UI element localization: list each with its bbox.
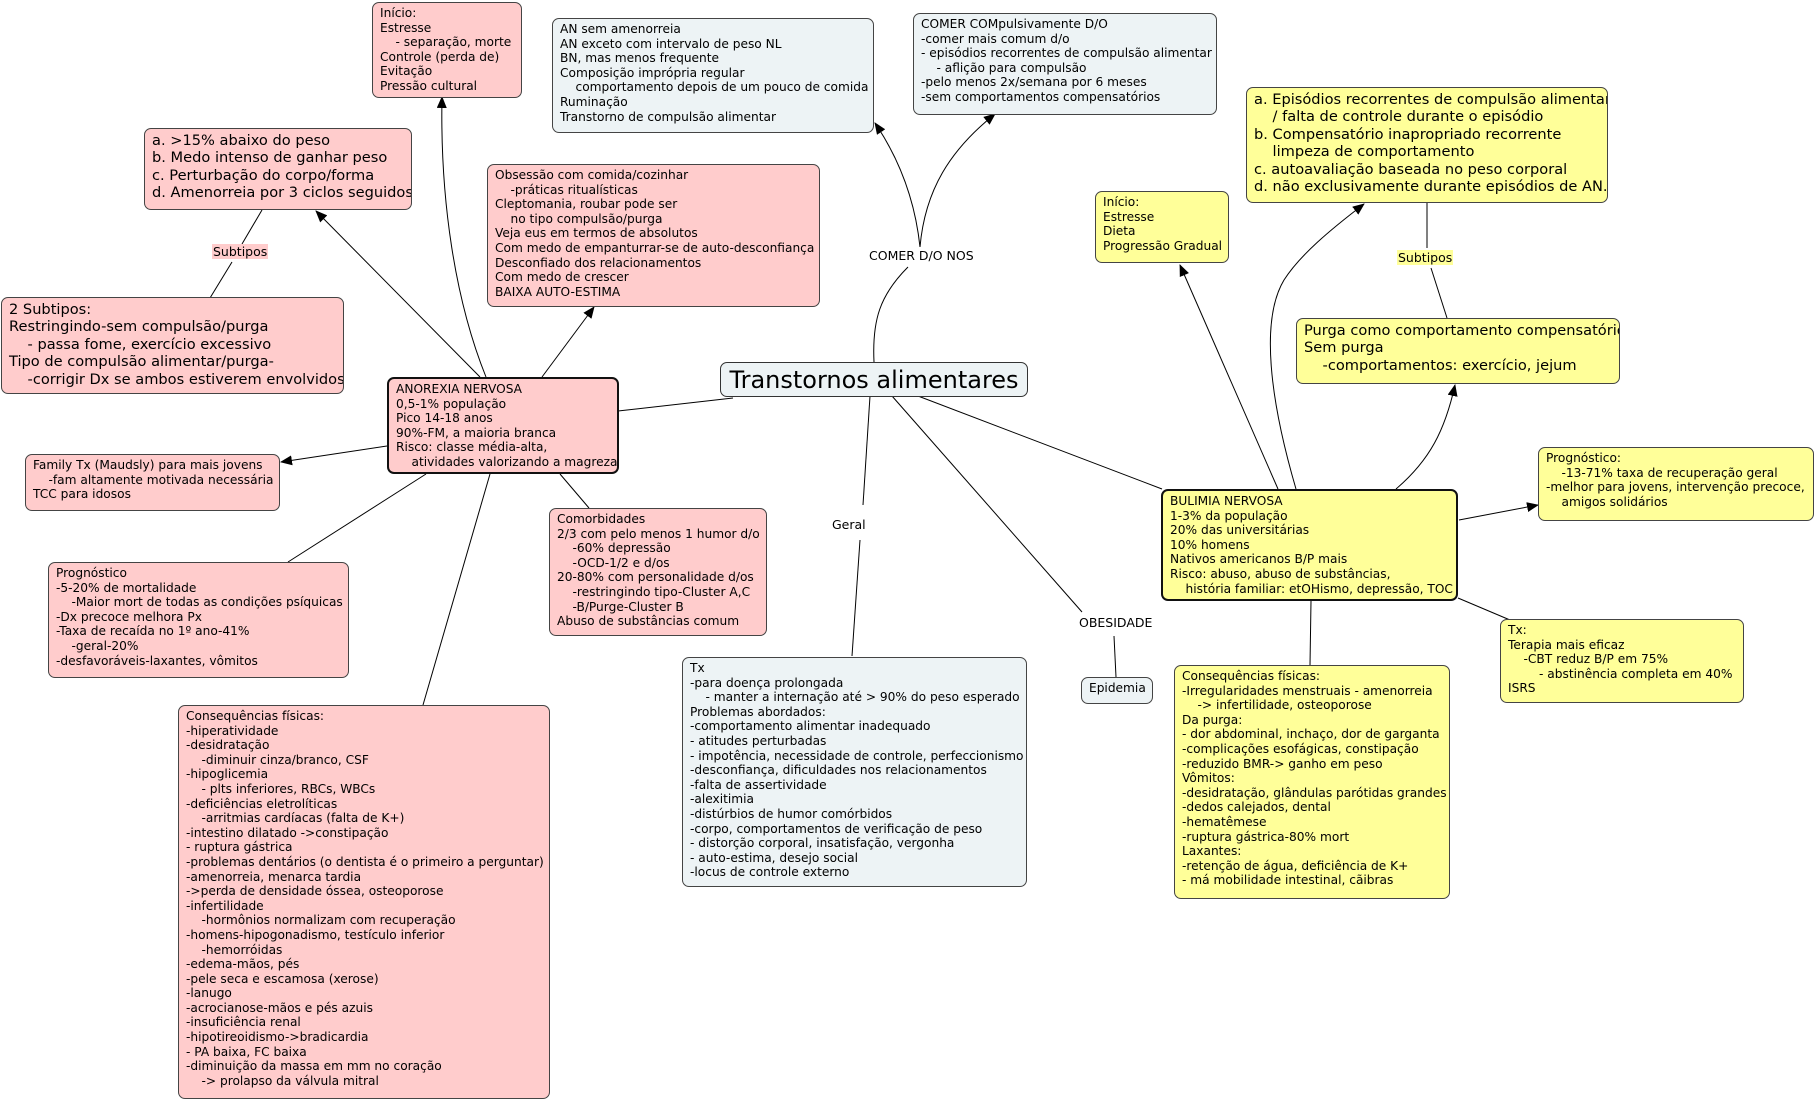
edge-obesidade-epidemia xyxy=(1113,635,1117,678)
comer-compulsivo-node: COMER COMpulsivamente D/O -comer mais co… xyxy=(913,13,1217,115)
edge-an-psico xyxy=(541,306,595,378)
bn-inicio-node: Início: Estresse Dieta Progressão Gradua… xyxy=(1095,191,1229,263)
label-subtipos-bn: Subtipos xyxy=(1397,250,1454,265)
an-prognostico-node: Prognóstico -5-20% de mortalidade -Maior… xyxy=(48,562,349,678)
central-title: Transtornos alimentares xyxy=(720,362,1028,397)
edge-bn-inicio xyxy=(1179,264,1279,490)
bn-criterios-node: a. Episódios recorrentes de compulsão al… xyxy=(1246,87,1608,203)
edge-bn-criterios xyxy=(1269,203,1365,490)
an-subtipos-node: 2 Subtipos: Restringindo-sem compulsão/p… xyxy=(1,297,344,394)
edge-subtipos-an-box xyxy=(209,261,233,299)
edge-title-anorexia xyxy=(617,397,734,412)
edge-an-inicio xyxy=(436,96,487,378)
edge-title-nos xyxy=(873,266,909,363)
edge-nos-comer xyxy=(919,113,996,248)
bn-tx-node: Tx: Terapia mais eficaz -CBT reduz B/P e… xyxy=(1500,619,1744,703)
edge-bn-fisicas xyxy=(1309,600,1312,666)
an-fisicas-node: Consequências físicas: -hiperatividade -… xyxy=(178,705,550,1099)
bn-prognostico-node: Prognóstico: -13-71% taxa de recuperação… xyxy=(1538,447,1814,521)
bn-fisicas-node: Consequências físicas: -Irregularidades … xyxy=(1174,665,1450,899)
edge-geral-tx xyxy=(851,539,861,657)
edge-an-criterios xyxy=(315,210,481,378)
an-criterios-node: a. >15% abaixo do peso b. Medo intenso d… xyxy=(144,128,412,210)
edge-bn-prognostico xyxy=(1458,502,1539,521)
an-family-tx-node: Family Tx (Maudsly) para mais jovens -fa… xyxy=(25,454,280,511)
epidemia-node: Epidemia xyxy=(1081,677,1153,704)
label-obesidade: OBESIDADE xyxy=(1079,615,1153,630)
edge-an-comorbidades xyxy=(559,473,590,509)
edge-title-geral xyxy=(862,395,871,506)
edge-an-family xyxy=(280,445,388,466)
edge-subtipos-bn-purga xyxy=(1430,267,1448,319)
label-subtipos-an: Subtipos xyxy=(212,244,269,259)
tx-geral-node: Tx -para doença prolongada - manter a in… xyxy=(682,657,1027,887)
nos-an-node: AN sem amenorreia AN exceto com interval… xyxy=(552,18,874,133)
bn-purga-node: Purga como comportamento compensatório S… xyxy=(1296,318,1620,384)
an-comorbidades-node: Comorbidades 2/3 com pelo menos 1 humor … xyxy=(549,508,767,636)
edge-title-obesidade xyxy=(891,395,1083,613)
label-geral: Geral xyxy=(832,517,866,532)
edge-nos-an xyxy=(874,122,921,248)
bulimia-nervosa-node: BULIMIA NERVOSA 1-3% da população 20% da… xyxy=(1161,489,1458,601)
anorexia-nervosa-node: ANOREXIA NERVOSA 0,5-1% população Pico 1… xyxy=(387,377,619,474)
an-inicio-node: Início: Estresse - separação, morte Cont… xyxy=(372,2,522,98)
edge-criterios-subtipos xyxy=(241,209,263,245)
label-comer-nos: COMER D/O NOS xyxy=(869,248,974,263)
edge-title-bulimia xyxy=(917,395,1163,490)
edge-bn-purga xyxy=(1395,384,1458,490)
edge-an-prognostico xyxy=(287,473,427,563)
edge-an-fisicas xyxy=(422,473,491,706)
edge-bn-tx xyxy=(1457,597,1511,621)
an-psicologicos-node: Obsessão com comida/cozinhar -práticas r… xyxy=(487,164,820,307)
